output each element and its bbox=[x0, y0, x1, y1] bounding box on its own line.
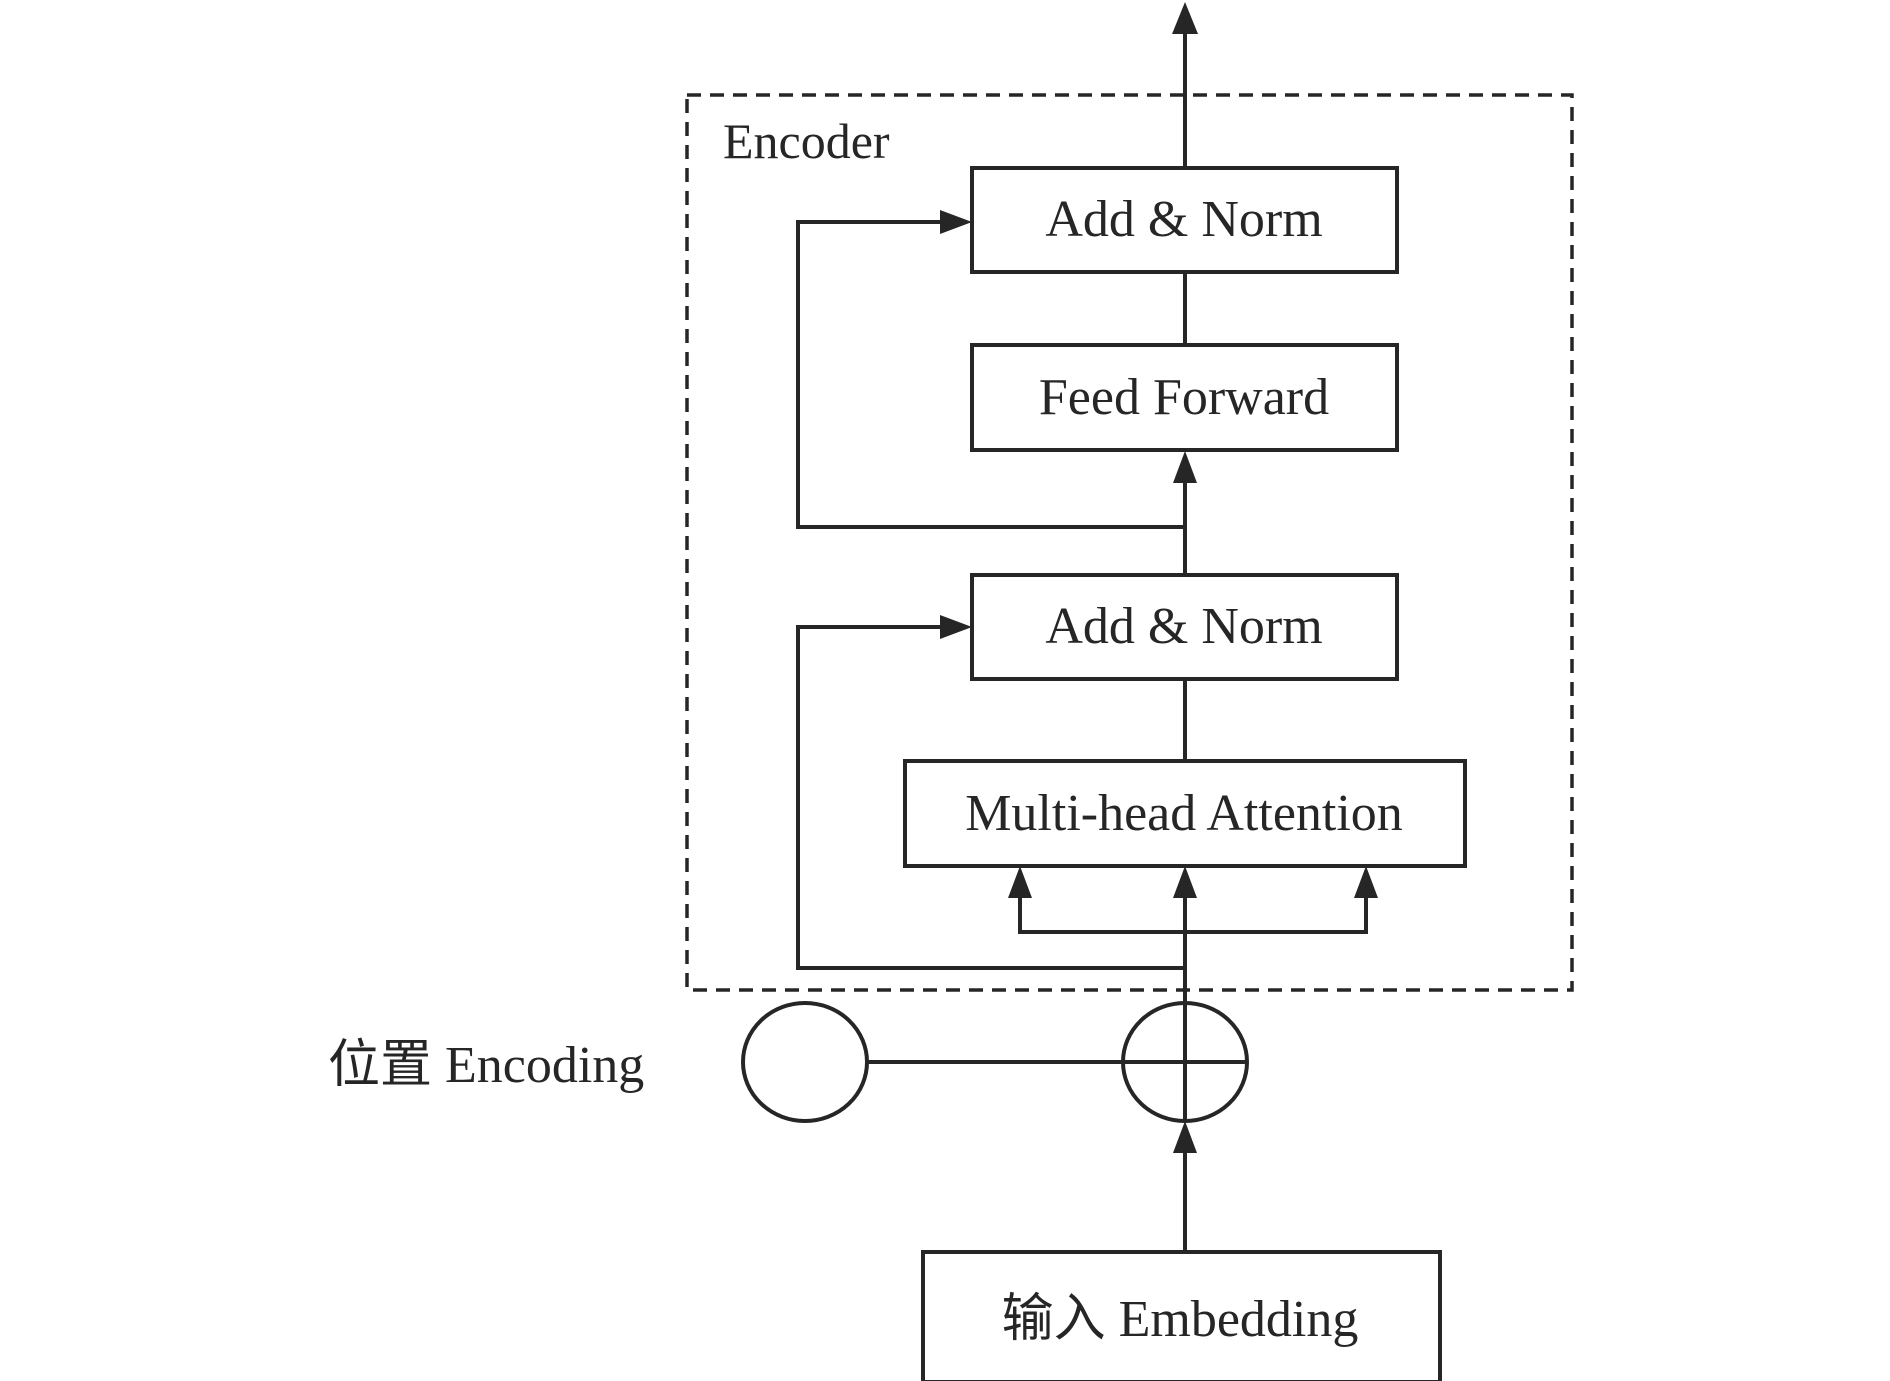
input-embedding-label: 输入 Embedding bbox=[1002, 1291, 1359, 1348]
add-norm-bottom-label: Add & Norm bbox=[1045, 598, 1322, 655]
residual-connection-1 bbox=[796, 625, 1185, 970]
residual-1-arrow-head bbox=[940, 615, 972, 639]
multi-head-attention-label: Multi-head Attention bbox=[965, 785, 1403, 842]
output-arrow-head bbox=[1172, 2, 1198, 34]
sum-input-arrow-head bbox=[1173, 1121, 1197, 1153]
residual-connection-2 bbox=[796, 220, 1185, 529]
v-arrow-head bbox=[1354, 866, 1378, 898]
positional-encoding-label: 位置 Encoding bbox=[328, 1037, 644, 1094]
input-embedding-box bbox=[921, 1250, 1442, 1381]
feed-forward-label: Feed Forward bbox=[1039, 369, 1329, 426]
add-norm-top-label: Add & Norm bbox=[1045, 191, 1322, 248]
encoder-label: Encoder bbox=[723, 113, 890, 169]
ff-input-arrow-head bbox=[1173, 451, 1197, 483]
residual-2-arrow-head bbox=[940, 210, 972, 234]
q-arrow-head bbox=[1008, 866, 1032, 898]
k-arrow-head bbox=[1173, 866, 1197, 898]
encoder-container bbox=[685, 93, 1574, 992]
feed-forward-box bbox=[970, 343, 1399, 452]
add-norm-top-box bbox=[970, 166, 1399, 274]
positional-encoding-circle bbox=[741, 1001, 869, 1123]
qkv-branch-line bbox=[1018, 890, 1368, 934]
